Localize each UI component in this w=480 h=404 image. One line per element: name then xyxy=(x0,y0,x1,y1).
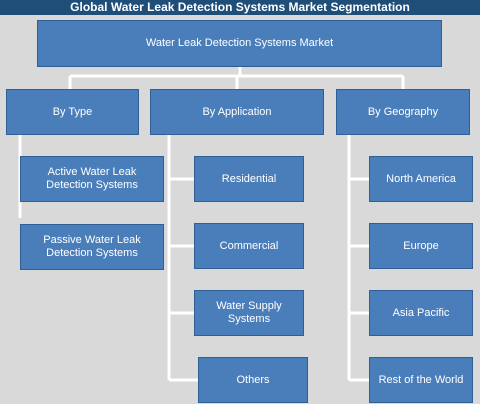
geography-asia-pacific: Asia Pacific xyxy=(369,290,473,336)
type-active: Active Water Leak Detection Systems xyxy=(20,156,164,202)
application-commercial: Commercial xyxy=(194,223,304,269)
type-passive: Passive Water Leak Detection Systems xyxy=(20,224,164,270)
application-others: Others xyxy=(198,357,308,403)
category-by-geography: By Geography xyxy=(336,89,470,135)
geography-north-america: North America xyxy=(369,156,473,202)
root-node: Water Leak Detection Systems Market xyxy=(37,20,442,67)
geography-europe: Europe xyxy=(369,223,473,269)
application-water-supply: Water Supply Systems xyxy=(194,290,304,336)
category-by-application: By Application xyxy=(150,89,324,135)
diagram-title: Global Water Leak Detection Systems Mark… xyxy=(0,0,480,15)
category-by-type: By Type xyxy=(6,89,139,135)
geography-rest-of-world: Rest of the World xyxy=(369,357,473,403)
application-residential: Residential xyxy=(194,156,304,202)
